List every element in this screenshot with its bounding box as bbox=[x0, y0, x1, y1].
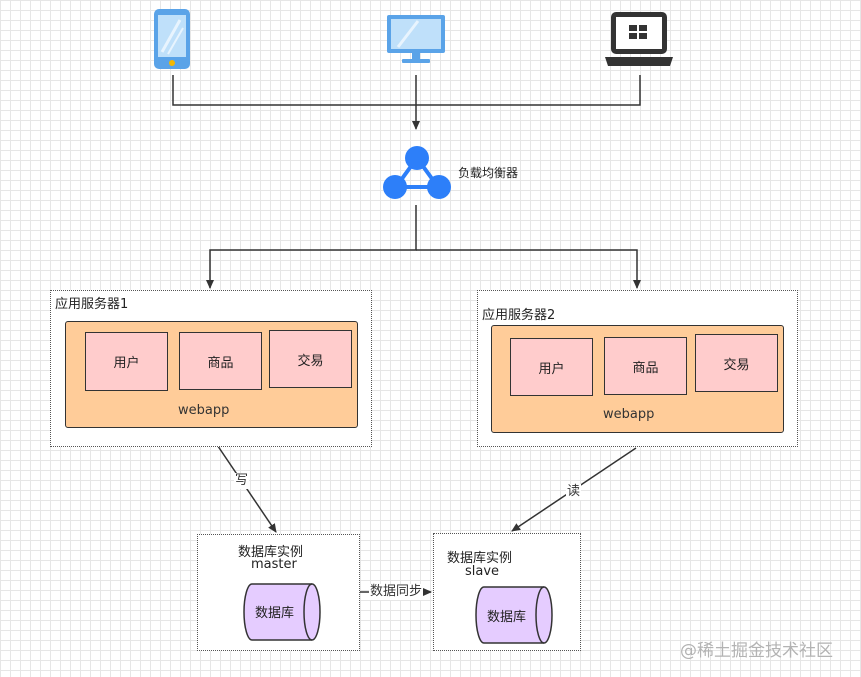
database-cylinder-icon bbox=[243, 583, 321, 641]
write-label: 写 bbox=[234, 473, 250, 489]
db-instance-master: 数据库实例 master 数据库 bbox=[197, 534, 360, 651]
module-trade: 交易 bbox=[695, 334, 778, 392]
database-cylinder-icon bbox=[475, 586, 553, 644]
db-role-label: master bbox=[251, 557, 297, 572]
db-instance-title: 数据库实例 bbox=[447, 551, 513, 566]
client-bus-line bbox=[172, 75, 641, 106]
webapp-box: 用户 商品 交易 webapp bbox=[491, 325, 784, 433]
server-title: 应用服务器1 bbox=[55, 297, 129, 312]
webapp-box: 用户 商品 交易 webapp bbox=[65, 321, 358, 428]
server-title: 应用服务器2 bbox=[482, 308, 556, 323]
read-label: 读 bbox=[566, 484, 582, 500]
sync-label: 数据同步 bbox=[369, 584, 424, 600]
webapp-label: webapp bbox=[603, 407, 655, 422]
laptop-icon bbox=[603, 10, 675, 68]
module-product: 商品 bbox=[179, 332, 262, 390]
module-trade: 交易 bbox=[269, 330, 352, 388]
lb-to-server2-arrow bbox=[416, 249, 641, 289]
db-instance-slave: 数据库实例 slave 数据库 bbox=[433, 533, 581, 651]
webapp-label: webapp bbox=[178, 403, 230, 418]
monitor-icon bbox=[386, 14, 446, 64]
load-balancer-label: 负载均衡器 bbox=[458, 166, 519, 180]
watermark: @稀土掘金技术社区 bbox=[680, 641, 833, 661]
smartphone-icon bbox=[152, 8, 192, 70]
module-product: 商品 bbox=[604, 337, 687, 395]
load-balancer-icon bbox=[382, 144, 452, 202]
database-label: 数据库 bbox=[255, 606, 295, 621]
module-user: 用户 bbox=[510, 338, 593, 396]
db-instance-title: 数据库实例 bbox=[238, 545, 304, 560]
lb-to-server1-arrow bbox=[206, 205, 417, 289]
database-label: 数据库 bbox=[487, 610, 527, 625]
db-role-label: slave bbox=[465, 564, 500, 579]
module-user: 用户 bbox=[85, 332, 168, 391]
